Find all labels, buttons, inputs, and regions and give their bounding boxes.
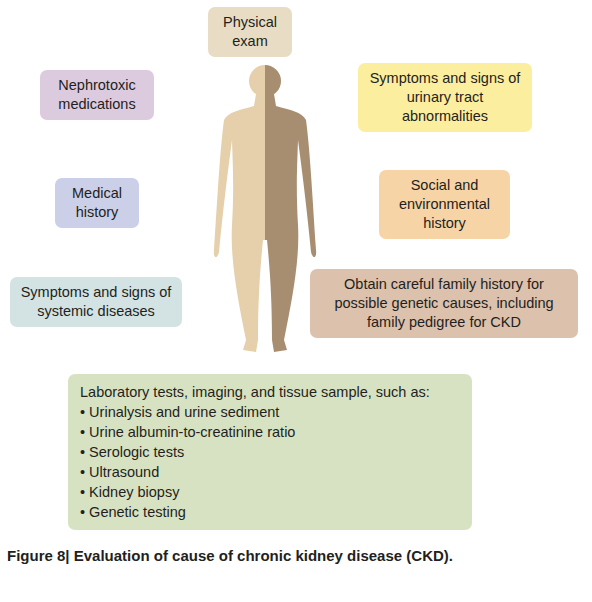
box-text: Symptoms and signs of urinary tract abno… bbox=[367, 69, 523, 126]
info-box: Medical history bbox=[55, 178, 139, 228]
box-text: Nephrotoxic medications bbox=[49, 76, 145, 114]
list-item: • Genetic testing bbox=[80, 502, 460, 522]
box-text: Obtain careful family history for possib… bbox=[319, 275, 569, 332]
list-item: • Ultrasound bbox=[80, 462, 460, 482]
info-box: Physical exam bbox=[208, 7, 292, 57]
list-item: • Kidney biopsy bbox=[80, 482, 460, 502]
info-box: Symptoms and signs of urinary tract abno… bbox=[358, 63, 532, 132]
list-item: • Urinalysis and urine sediment bbox=[80, 402, 460, 422]
box-text: Symptoms and signs of systemic diseases bbox=[19, 283, 173, 321]
box-text: Physical exam bbox=[217, 13, 283, 51]
info-box: Symptoms and signs of systemic diseases bbox=[10, 277, 182, 327]
lab-tests-panel: Laboratory tests, imaging, and tissue sa… bbox=[68, 374, 472, 530]
info-box: Nephrotoxic medications bbox=[40, 70, 154, 120]
list-item: • Serologic tests bbox=[80, 442, 460, 462]
box-text: Social and environmental history bbox=[388, 176, 501, 233]
box-text: Medical history bbox=[64, 184, 130, 222]
list-item: • Urine albumin-to-creatinine ratio bbox=[80, 422, 460, 442]
figure-caption: Figure 8| Evaluation of cause of chronic… bbox=[7, 547, 453, 564]
info-box: Obtain careful family history for possib… bbox=[310, 269, 578, 338]
box-text: Laboratory tests, imaging, and tissue sa… bbox=[80, 382, 460, 402]
info-box: Social and environmental history bbox=[379, 170, 510, 239]
